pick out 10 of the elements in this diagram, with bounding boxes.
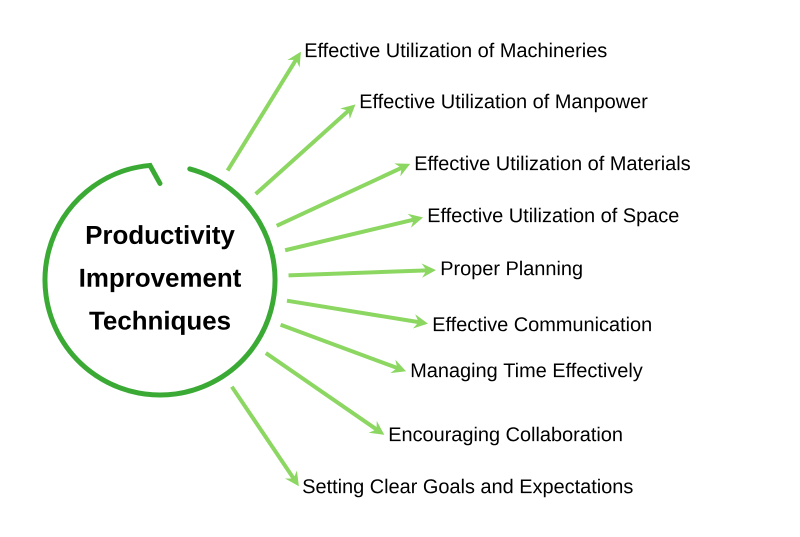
item-text: Effective Communication (434, 316, 651, 332)
item-text: Proper Planning (442, 260, 582, 280)
item-text: Setting Clear Goals and Expectations (303, 478, 633, 498)
item-text: Managing Time Effectively (412, 362, 643, 382)
item-text: Encouraging Collaboration (390, 426, 622, 446)
item-text: Effective Utilization of Space (428, 208, 678, 226)
item-text: Effective Utilization of Manpower (360, 94, 648, 112)
item-text: Effective Utilization of Materials (416, 156, 690, 170)
item-text: Effective Utilization of Machineries (306, 42, 606, 58)
circle-title: Productivity Improvement Techniques (42, 162, 278, 398)
